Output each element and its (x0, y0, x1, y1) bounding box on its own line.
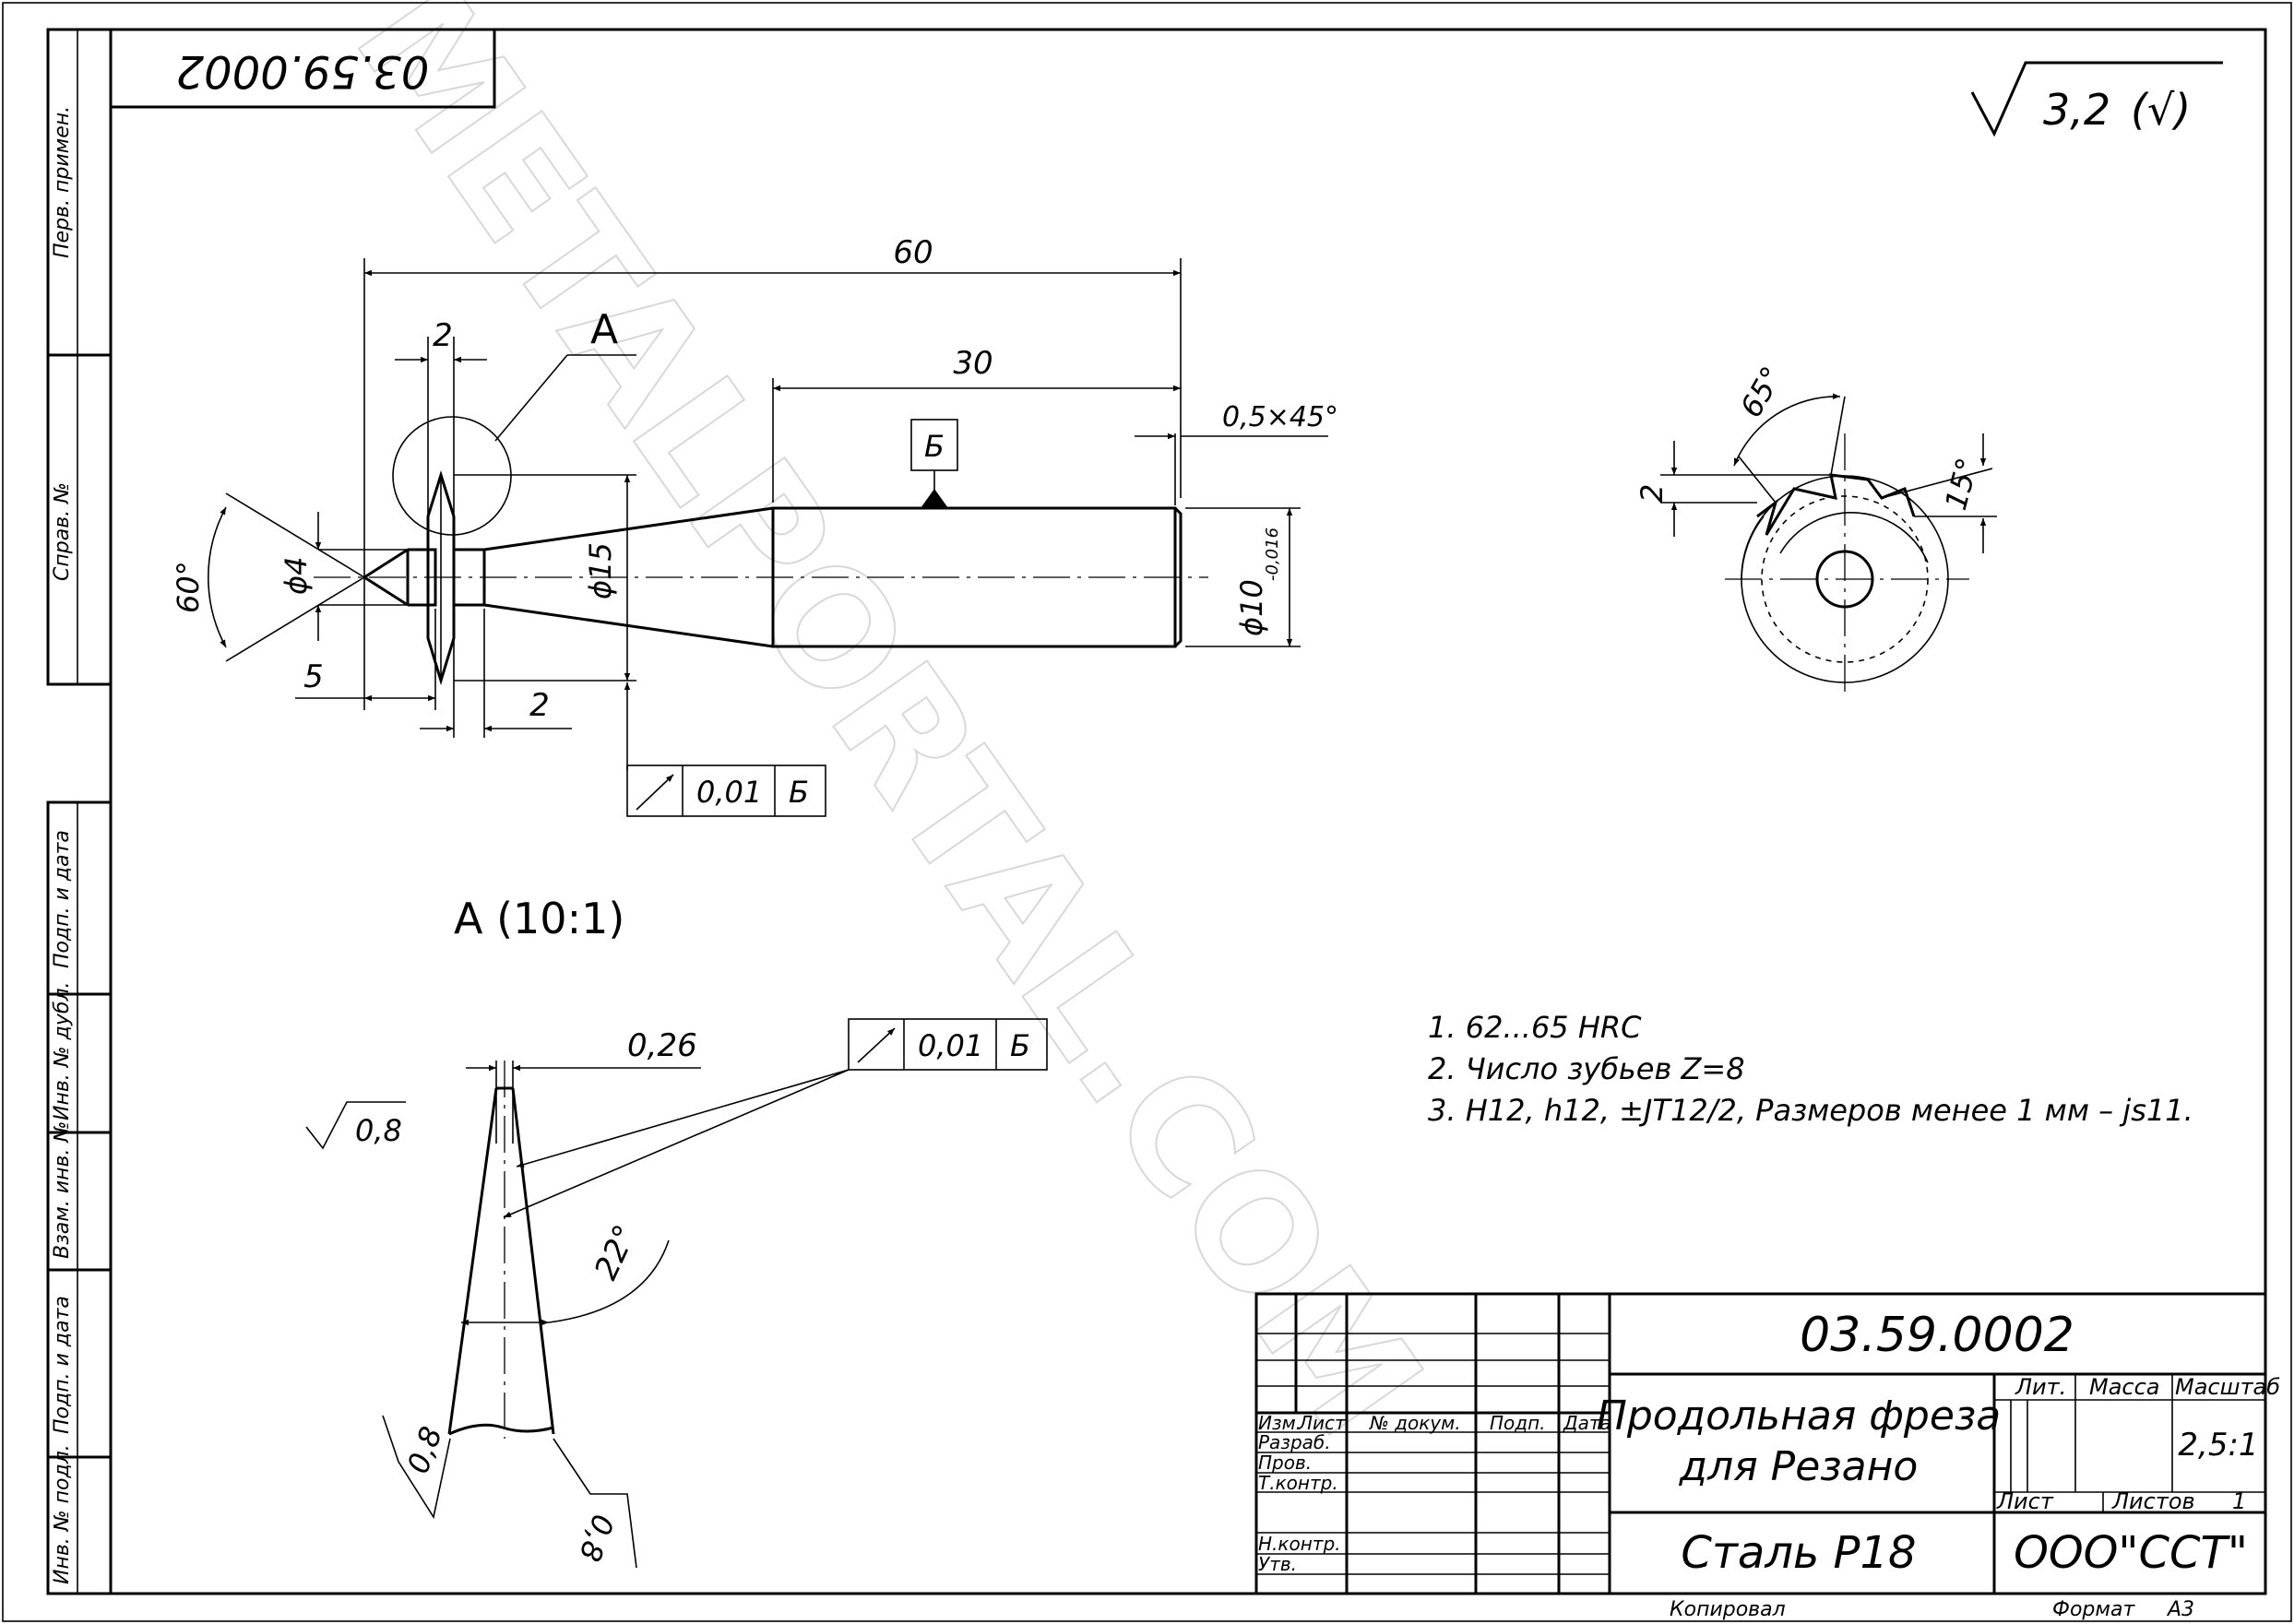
title-listov-num: 1 (2232, 1488, 2246, 1514)
title-format-label: Формат (2052, 1598, 2135, 1621)
title-masshtab: Масштаб (2175, 1374, 2280, 1400)
dim-phi10: ϕ10 (1234, 579, 1269, 636)
tolerance-2-value: 0,01 (918, 1028, 983, 1063)
label-perv-primen: Перв. примен. (51, 106, 74, 258)
top-doc-number: 03.59.0002 (176, 45, 430, 97)
dim-angle-22: 22° (588, 1219, 645, 1286)
detail-a-label: A (590, 306, 618, 353)
title-podp: Подп. (1490, 1412, 1546, 1434)
dim-30: 30 (953, 345, 992, 382)
label-podp-data-1: Подп. и дата (51, 830, 74, 968)
label-vzam-inv: Взам. инв. № (51, 1121, 74, 1259)
title-razrab: Разраб. (1258, 1431, 1331, 1453)
top-doc-number-box: 03.59.0002 (109, 28, 496, 109)
roughness-value: 3,2 (2043, 85, 2110, 135)
dim-2-end: 2 (1634, 484, 1670, 503)
end-view: 2 65° 15° (1634, 361, 1997, 692)
dim-2-bottom: 2 (529, 687, 550, 724)
title-block: 03.59.0002 Продольная фреза для Резано С… (1254, 1292, 2280, 1621)
tolerance-frame-2: 0,01 Б (848, 1018, 1048, 1071)
dim-angle-65: 65° (1733, 361, 1789, 423)
note-2: 2. Число зубьев Z=8 (1428, 1051, 1745, 1086)
label-podp-data-2: Подп. и дата (51, 1296, 74, 1434)
title-company: ООО"ССТ" (2014, 1527, 2248, 1579)
dim-angle-15: 15° (1938, 454, 1985, 514)
title-tkontr: Т.контр. (1258, 1472, 1338, 1494)
title-list-col: Лист (1298, 1412, 1347, 1434)
title-ndokum: № докум. (1369, 1412, 1461, 1434)
general-roughness: 3,2 (√) (1970, 61, 2223, 137)
dim-60: 60 (893, 234, 933, 271)
dim-0-26: 0,26 (627, 1027, 697, 1064)
title-izm: Изм. (1258, 1412, 1302, 1434)
dim-rough-08-right: 0,8 (572, 1510, 621, 1566)
tolerance-1-value: 0,01 (696, 775, 762, 810)
title-listov: Листов (2111, 1488, 2195, 1514)
main-view: A 60 30 0,5×45° 2 5 2 (171, 234, 1338, 817)
datum-b-label: Б (924, 429, 945, 464)
detail-roughness: 0,8 (355, 1113, 402, 1148)
detail-a-view: A (10:1) 0,26 0,8 22° 0,01 Б 0,8 (305, 894, 1048, 1569)
dim-phi4: ϕ4 (279, 557, 314, 595)
label-inv-dubl: Инв. № дубл. (51, 981, 74, 1120)
dim-5: 5 (303, 658, 324, 695)
title-material: Сталь Р18 (1681, 1527, 1916, 1579)
title-prov: Пров. (1258, 1452, 1312, 1474)
dim-angle-60: 60° (171, 561, 206, 613)
title-kopiroval: Копировал (1670, 1598, 1786, 1621)
title-scale: 2,5:1 (2178, 1427, 2258, 1464)
title-massa: Масса (2089, 1374, 2160, 1400)
title-nkontr: Н.контр. (1258, 1533, 1341, 1555)
title-doc-number: 03.59.0002 (1800, 1308, 2074, 1363)
title-name-line2: для Резано (1679, 1443, 1919, 1490)
title-name-line1: Продольная фреза (1597, 1393, 2002, 1440)
label-sprav: Справ. № (51, 482, 74, 581)
note-3: 3. H12, h12, ±JT12/2, Размеров менее 1 м… (1428, 1093, 2193, 1128)
title-lit: Лит. (2015, 1374, 2066, 1400)
tolerance-2-datum: Б (1010, 1028, 1030, 1063)
tolerance-frame-1: 0,01 Б (626, 765, 826, 817)
title-data: Дата (1563, 1412, 1611, 1434)
detail-a-title: A (10:1) (454, 894, 624, 943)
tolerance-1-datum: Б (789, 775, 809, 810)
title-format: А3 (2166, 1598, 2194, 1621)
left-side-strip: Перв. примен. Справ. № Подп. и дата Инв.… (46, 28, 113, 1595)
dim-phi15: ϕ15 (583, 542, 618, 599)
dim-chamfer: 0,5×45° (1222, 401, 1338, 433)
dim-2-top: 2 (433, 317, 453, 354)
technical-notes: 1. 62...65 HRC 2. Число зубьев Z=8 3. H1… (1428, 1010, 2193, 1128)
note-1: 1. 62...65 HRC (1428, 1010, 1642, 1045)
title-utv: Утв. (1258, 1553, 1297, 1575)
title-list: Лист (1996, 1488, 2054, 1514)
watermark: METALPORTAL.COM (319, 0, 1456, 1468)
label-inv-podl: Инв. № подл. (51, 1444, 74, 1584)
roughness-paren: (√) (2131, 85, 2191, 135)
dim-rough-08-left: 0,8 (400, 1422, 449, 1478)
dim-phi10-tol: -0,016 (1263, 528, 1282, 581)
